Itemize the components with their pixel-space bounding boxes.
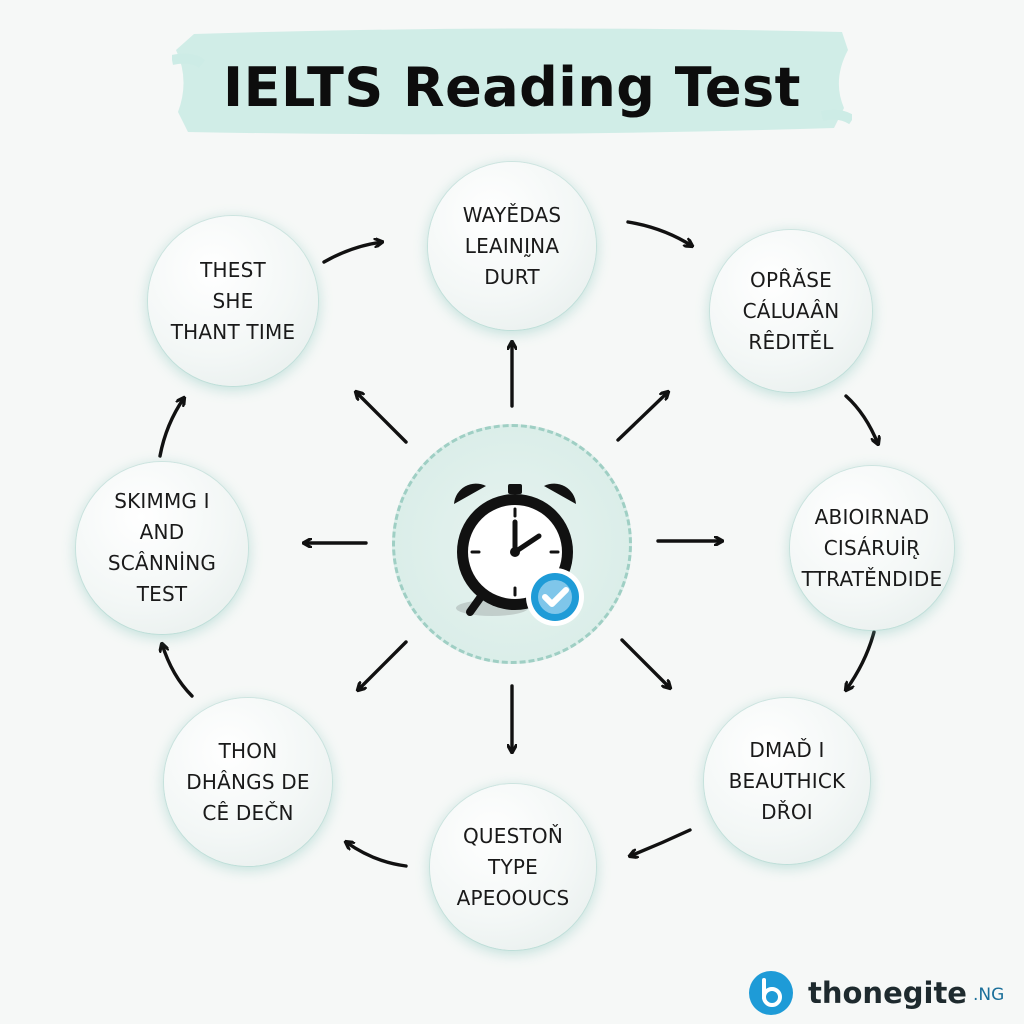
node-top-line-2: LEAINḬNA (464, 233, 560, 258)
node-left-line-1: SKIMMG I (114, 489, 210, 513)
node-bottom-right-line-1: DMAĎ I (749, 737, 825, 762)
node-bottom-left-line-2: DHÂNGS DE (186, 769, 310, 794)
brand-tld: .NG (973, 985, 1005, 1005)
cycle-arrow-1 (322, 242, 382, 264)
node-right-line-1: ABIOIRNAD (814, 504, 930, 529)
node-left: SKIMMG I AND SCÂNNİNG TEST (76, 462, 248, 634)
title-highlight (172, 28, 852, 135)
radial-arrow-down-left (358, 640, 408, 690)
cycle-arrow-7 (162, 644, 194, 698)
page-title: IELTS Reading Test (223, 56, 801, 119)
node-bottom-line-3: APEOOUCS (456, 885, 570, 910)
node-left-line-4: TEST (136, 582, 188, 606)
node-top-left-line-3: THANT TIME (170, 319, 296, 344)
cycle-arrow-6 (346, 842, 408, 868)
node-top-left-line-2: SHE (212, 288, 254, 313)
node-top-right-line-3: RÊDITĚL (748, 329, 834, 354)
node-top-right-line-1: OPR̂ǍSE (750, 267, 832, 292)
brand-name: thonegite (808, 976, 967, 1010)
node-right-line-3: TTRATĚNDIDE (801, 566, 943, 591)
cycle-arrow-3 (844, 394, 878, 444)
cycle-arrow-2 (626, 220, 692, 246)
node-bottom-left: THON DHÂNGS DE CÊ DEČN (164, 698, 332, 866)
cycle-arrow-4 (846, 630, 876, 690)
node-top: WAYĚDAS LEAINḬNA DURT (428, 162, 596, 330)
node-bottom-line-1: QUESTOŇ (462, 823, 564, 848)
cycle-arrow-8 (158, 398, 184, 458)
node-top-right: OPR̂ǍSE CÁLUAÂN RÊDITĚL (710, 230, 872, 392)
node-bottom-line-2: TYPE (488, 854, 538, 879)
node-right-line-2: CISÁRUİR̨ (823, 535, 921, 560)
node-right: ABIOIRNAD CISÁRUİR̨ TTRATĚNDIDE (790, 466, 954, 630)
brand-logo-icon (749, 971, 793, 1015)
cycle-arrow-5 (630, 828, 692, 856)
node-bottom-right-line-2: BEAUTHICK (728, 768, 846, 793)
node-top-left-line-1: THEST (200, 257, 266, 282)
node-top-line-1: WAYĚDAS (462, 202, 562, 227)
node-bottom-left-line-1: THON (218, 738, 278, 763)
radial-arrow-down-right (620, 638, 670, 688)
node-left-line-3: SCÂNNİNG (107, 551, 217, 575)
radial-arrow-up-right (616, 392, 668, 442)
node-bottom-right-line-3: DŘOI (761, 799, 813, 824)
node-top-left: THEST SHE THANT TIME (148, 216, 318, 386)
node-bottom: QUESTOŇ TYPE APEOOUCS (430, 784, 596, 950)
checkmark-badge-icon (526, 568, 584, 626)
node-top-line-3: DURT (484, 264, 540, 289)
node-bottom-left-line-3: CÊ DEČN (202, 800, 294, 825)
radial-arrow-up-left (356, 392, 408, 444)
node-top-right-line-2: CÁLUAÂN (742, 298, 840, 323)
node-bottom-right: DMAĎ I BEAUTHICK DŘOI (704, 698, 870, 864)
node-left-line-2: AND (139, 520, 185, 544)
